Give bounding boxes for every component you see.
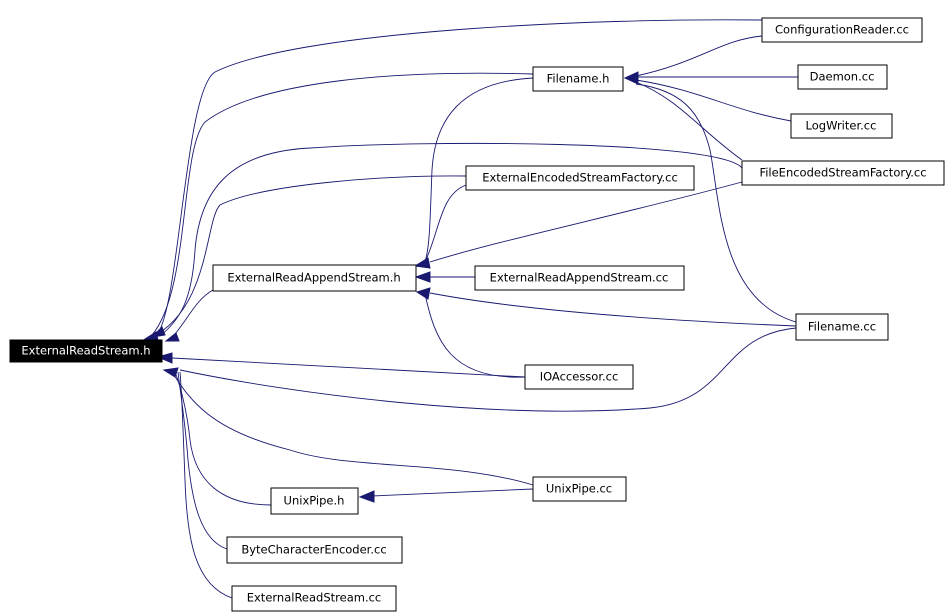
edges	[149, 19, 798, 599]
node-externalencodedstreamfactory-cc[interactable]: ExternalEncodedStreamFactory.cc	[465, 165, 695, 191]
node-logwriter-cc[interactable]: LogWriter.cc	[790, 113, 893, 139]
edge-externalencodedstreamfactory-to-externalreadstream-h	[149, 175, 467, 339]
node-label: ConfigurationReader.cc	[775, 23, 909, 37]
arrowhead	[143, 331, 159, 341]
edge-bytecharacterencoder-to-externalreadstream-h	[177, 371, 228, 550]
node-externalreadappendstream-h[interactable]: ExternalReadAppendStream.h	[212, 264, 417, 292]
node-label: UnixPipe.h	[284, 494, 345, 508]
node-label: ByteCharacterEncoder.cc	[241, 543, 386, 557]
arrowhead	[415, 287, 431, 300]
edge-unixpipe-cc-to-unixpipe-h	[371, 488, 534, 497]
arrowhead	[164, 332, 180, 342]
edge-filename-cc-to-externalreadappendstream-h	[429, 292, 797, 327]
arrowhead	[162, 367, 179, 378]
node-fileencodedstreamfactory-cc[interactable]: FileEncodedStreamFactory.cc	[741, 160, 945, 186]
arrowhead	[623, 71, 639, 85]
node-externalreadappendstream-cc[interactable]: ExternalReadAppendStream.cc	[474, 265, 685, 291]
edge-fileencodedstreamfactory-to-externalreadappendstream-h	[429, 181, 743, 263]
node-label: ExternalReadStream.cc	[247, 591, 382, 605]
edge-fileencodedstreamfactory-to-filename-h	[635, 81, 743, 161]
edge-ioaccessor-to-externalreadstream-h	[171, 357, 526, 378]
edge-externalreadstream-cc-to-externalreadstream-h	[179, 371, 233, 599]
edge-configurationreader-to-externalreadstream-h	[157, 19, 763, 334]
node-label: ExternalReadStream.h	[21, 344, 150, 358]
edge-filename-h-to-externalreadstream-h	[151, 72, 534, 336]
node-label: Filename.h	[547, 72, 610, 86]
edge-filename-h-to-externalreadappendstream-h	[424, 77, 534, 263]
node-ioaccessor-cc[interactable]: IOAccessor.cc	[524, 364, 634, 390]
node-unixpipe-cc[interactable]: UnixPipe.cc	[532, 476, 627, 502]
arrowhead	[414, 271, 431, 283]
node-filename-h[interactable]: Filename.h	[532, 66, 624, 92]
node-filename-cc[interactable]: Filename.cc	[795, 313, 889, 341]
edge-filename-cc-to-filename-h	[635, 83, 797, 323]
edge-unixpipe-h-to-externalreadstream-h	[174, 371, 272, 506]
node-label: ExternalReadAppendStream.cc	[490, 271, 669, 285]
edge-fileencodedstreamfactory-to-externalreadstream-h	[159, 142, 743, 337]
node-externalreadstream-cc[interactable]: ExternalReadStream.cc	[231, 585, 397, 612]
arrowheads	[143, 71, 639, 503]
node-label: Daemon.cc	[810, 70, 875, 84]
node-label: LogWriter.cc	[806, 119, 877, 133]
node-label: IOAccessor.cc	[540, 370, 619, 384]
node-daemon-cc[interactable]: Daemon.cc	[797, 64, 888, 90]
node-label: ExternalEncodedStreamFactory.cc	[482, 171, 678, 185]
node-unixpipe-h[interactable]: UnixPipe.h	[270, 487, 359, 515]
edge-unixpipe-cc-to-externalreadstream-h	[171, 371, 534, 486]
node-label: FileEncodedStreamFactory.cc	[759, 166, 926, 180]
node-bytecharacterencoder-cc[interactable]: ByteCharacterEncoder.cc	[226, 536, 403, 564]
arrowhead	[156, 352, 173, 364]
edge-externalencodedstreamfactory-to-externalreadappendstream-h	[424, 184, 467, 263]
node-label: ExternalReadAppendStream.h	[227, 271, 400, 285]
edge-externalreadappendstream-h-to-externalreadstream-h	[169, 289, 214, 341]
node-label: Filename.cc	[808, 320, 876, 334]
edge-logwriter-to-filename-h	[635, 79, 792, 122]
node-externalreadstream-h[interactable]: ExternalReadStream.h	[9, 339, 163, 363]
node-label: UnixPipe.cc	[546, 482, 612, 496]
edge-filename-cc-to-externalreadstream-h	[179, 327, 797, 412]
arrowhead	[413, 257, 431, 269]
edge-ioaccessor-to-externalreadappendstream-h	[424, 293, 526, 378]
edge-configurationreader-to-filename-h	[635, 35, 763, 77]
node-configurationreader-cc[interactable]: ConfigurationReader.cc	[761, 17, 923, 43]
arrowhead	[358, 490, 375, 503]
